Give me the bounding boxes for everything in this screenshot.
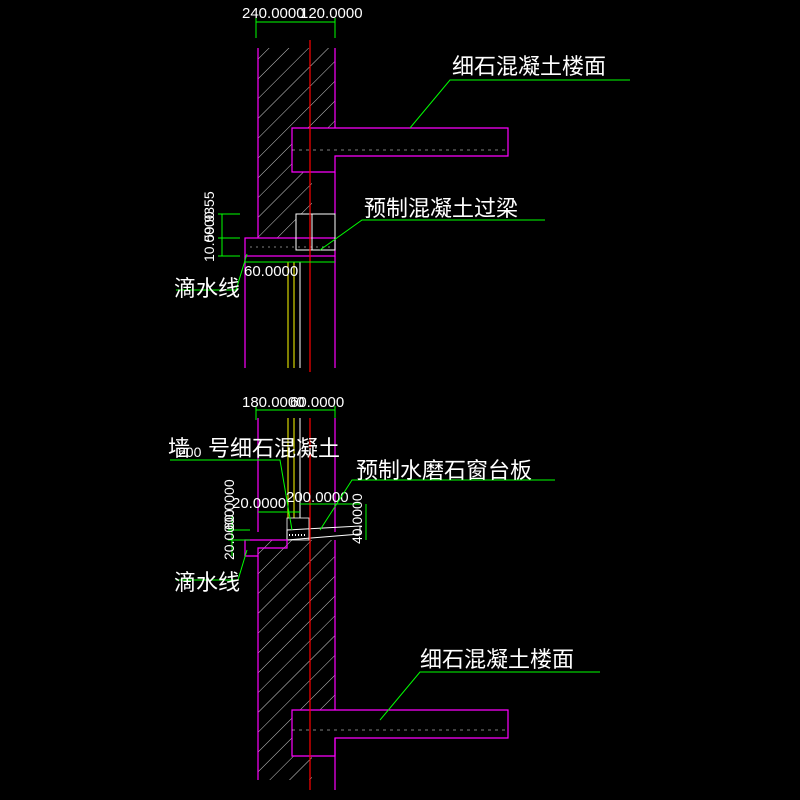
- upper-side-dim-text-2: 59.9355: [201, 191, 217, 242]
- upper-lintel: [244, 237, 336, 257]
- upper-drip-leader: [176, 253, 248, 291]
- lower-drip-label: 滴水线: [174, 571, 240, 596]
- upper-wall-hatch: [258, 48, 335, 238]
- upper-top-dim-text: 240.0000: [242, 5, 305, 22]
- lower-infill-prefix2: 墙: [168, 437, 190, 462]
- lower-detail: 180.0000 60.0000 20.0000 60.0000 20.0000: [168, 394, 600, 790]
- upper-floor-label: 细石混凝土楼面: [452, 55, 606, 80]
- lower-top-dim-text: 180.0000: [242, 394, 305, 411]
- lower-infill-leader: [170, 459, 293, 531]
- upper-drip-label: 滴水线: [174, 277, 240, 302]
- lower-floor-slab: [291, 709, 509, 757]
- lower-floor-leader: [379, 671, 600, 721]
- upper-floor-slab: [291, 127, 509, 173]
- lower-side-dim-text-2: 60.0000: [221, 479, 237, 530]
- lower-overhang-dim-text: 200.0000: [286, 489, 349, 506]
- lower-small-dim-text: 20.0000: [232, 495, 286, 512]
- lower-sill-leader: [319, 479, 555, 531]
- upper-floor-leader: [409, 79, 630, 129]
- upper-lintel-leader: [319, 219, 545, 251]
- upper-detail: 240.0000 120.0000 10.0000 59.9355: [174, 5, 630, 372]
- upper-side-dim-text: 10.0000: [201, 211, 217, 262]
- lower-infill-label: 号细石混凝土: [208, 437, 340, 462]
- lower-side-dim-text: 20.0000: [221, 509, 237, 560]
- upper-bottom-dim-text: 60.0000: [244, 263, 298, 280]
- upper-lintel-label: 预制混凝土过梁: [364, 197, 518, 222]
- lower-infill-prefix: 200: [178, 444, 202, 460]
- lower-wall-hatch: [258, 540, 335, 780]
- lower-drip-leader: [176, 549, 248, 581]
- upper-top-dim-text-2: 120.0000: [300, 5, 363, 22]
- lower-sill-label: 预制水磨石窗台板: [356, 459, 532, 484]
- lower-top-dim-text-2: 60.0000: [290, 394, 344, 411]
- upper-lintel-block-right: [311, 213, 336, 251]
- lower-right-dim-text: 40.0000: [349, 493, 365, 544]
- lower-floor-label: 细石混凝土楼面: [420, 648, 574, 673]
